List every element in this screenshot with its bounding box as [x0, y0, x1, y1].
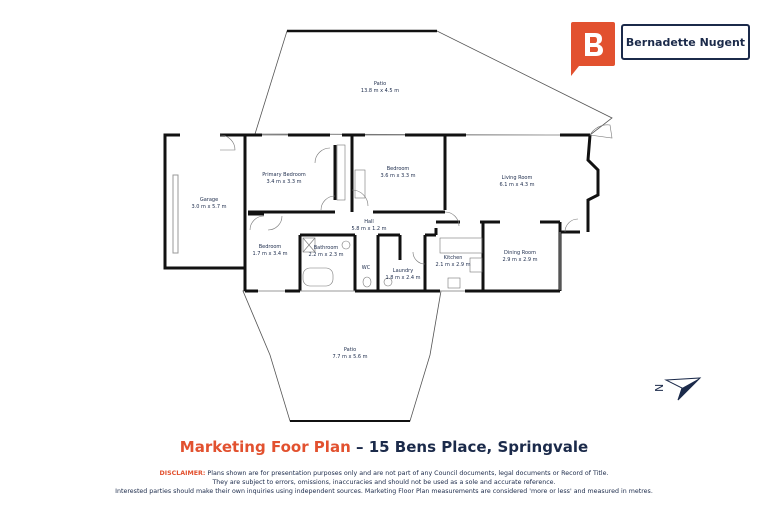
- title-accent: Marketing Foor Plan: [179, 438, 351, 456]
- bedroom-2-name: Bedroom: [387, 166, 410, 172]
- compass-label: N: [653, 384, 666, 392]
- speech-bubble-b-icon: [571, 22, 615, 76]
- bathroom-size: 2.2 m x 2.3 m: [309, 252, 344, 258]
- laundry-name: Laundry: [393, 268, 413, 274]
- dining-room-size: 2.9 m x 2.9 m: [503, 257, 538, 263]
- wc-name: WC: [362, 265, 371, 271]
- kitchen-name: Kitchen: [444, 255, 463, 261]
- title-address: – 15 Bens Place, Springvale: [350, 438, 589, 456]
- fixtures: [302, 144, 483, 289]
- primary-bedroom-name: Primary Bedroom: [262, 172, 306, 178]
- hall-size: 5.8 m x 1.2 m: [352, 226, 387, 232]
- garage-name: Garage: [200, 197, 218, 203]
- room-labels: Patio 13.8 m x 4.5 m Primary Bedroom 3.4…: [192, 81, 538, 360]
- primary-bedroom-size: 3.4 m x 3.3 m: [267, 179, 302, 185]
- doors: [219, 124, 613, 265]
- garage-size: 3.0 m x 5.7 m: [192, 204, 227, 210]
- disclaimer-label: DISCLAIMER:: [159, 470, 206, 477]
- dining-room-name: Dining Room: [504, 250, 536, 256]
- living-room-name: Living Room: [502, 175, 533, 181]
- walls: [163, 133, 600, 293]
- disclaimer-line-3: Interested parties should make their own…: [115, 488, 653, 495]
- windows: [172, 134, 561, 292]
- bathroom-name: Bathroom: [314, 245, 339, 251]
- disclaimer: DISCLAIMER: Plans shown are for presenta…: [0, 469, 768, 496]
- agent-name-badge: Bernadette Nugent: [621, 24, 750, 60]
- hall-name: Hall: [364, 219, 374, 225]
- agent-logo: [569, 22, 615, 76]
- disclaimer-line-1: Plans shown are for presentation purpose…: [205, 470, 609, 477]
- patio-top-size: 13.8 m x 4.5 m: [361, 88, 399, 94]
- bedroom-3-size: 1.7 m x 3.4 m: [253, 251, 288, 257]
- disclaimer-line-2: They are subject to errors, omissions, i…: [212, 479, 556, 486]
- patio-top-outline: [254, 30, 613, 136]
- kitchen-size: 2.1 m x 2.9 m: [436, 262, 471, 268]
- agent-name: Bernadette Nugent: [625, 35, 746, 49]
- bedroom-2-size: 3.6 m x 3.3 m: [381, 173, 416, 179]
- north-arrow-icon: N: [650, 372, 702, 406]
- patio-bottom-size: 7.7 m x 5.6 m: [333, 354, 368, 360]
- patio-bottom-name: Patio: [344, 347, 356, 353]
- patio-top-name: Patio: [374, 81, 386, 87]
- living-room-size: 6.1 m x 4.3 m: [500, 182, 535, 188]
- laundry-size: 1.8 m x 2.4 m: [386, 275, 421, 281]
- bedroom-3-name: Bedroom: [259, 244, 282, 250]
- page-title: Marketing Foor Plan – 15 Bens Place, Spr…: [0, 438, 768, 456]
